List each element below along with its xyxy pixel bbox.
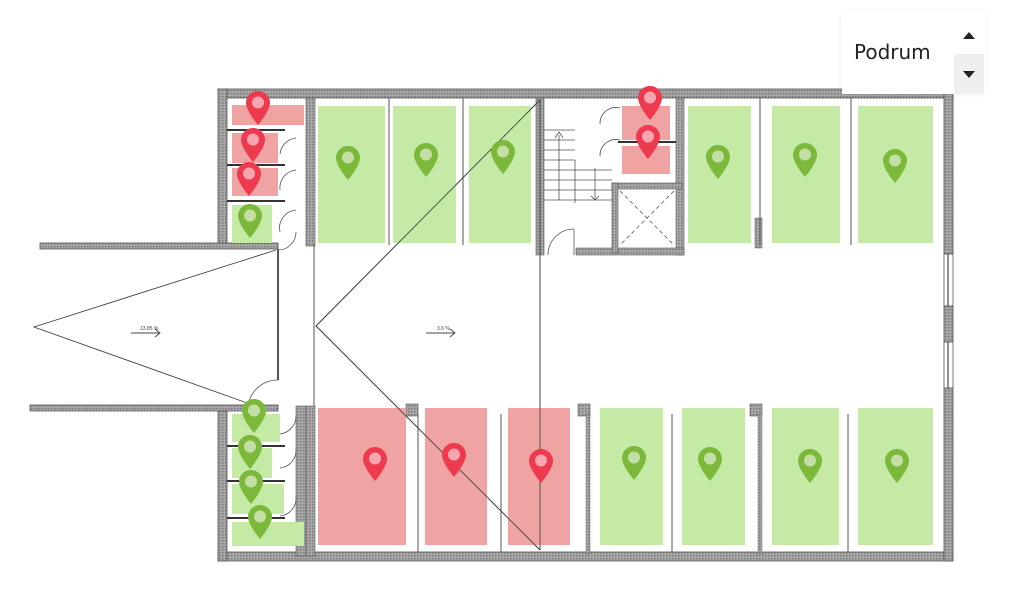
floor-up-button[interactable] [954, 20, 984, 50]
triangle-down-icon [963, 70, 975, 78]
floor-down-button[interactable] [954, 54, 984, 94]
parking-space-bottom-1[interactable] [318, 408, 406, 545]
triangle-up-icon [963, 31, 975, 39]
elevator [619, 190, 675, 246]
staircase [544, 107, 621, 256]
ramp-label-inner: 3.6 % [437, 326, 450, 332]
floor-selector: Podrum [842, 12, 986, 94]
current-floor-label: Podrum [854, 40, 931, 64]
ramp-label-outer: 13.85 % [140, 326, 159, 332]
parking-space-top-3[interactable] [469, 106, 531, 243]
space-dividers [313, 98, 852, 552]
parking-row-bottom [318, 408, 933, 545]
parking-space-bottom-2[interactable] [425, 408, 487, 545]
